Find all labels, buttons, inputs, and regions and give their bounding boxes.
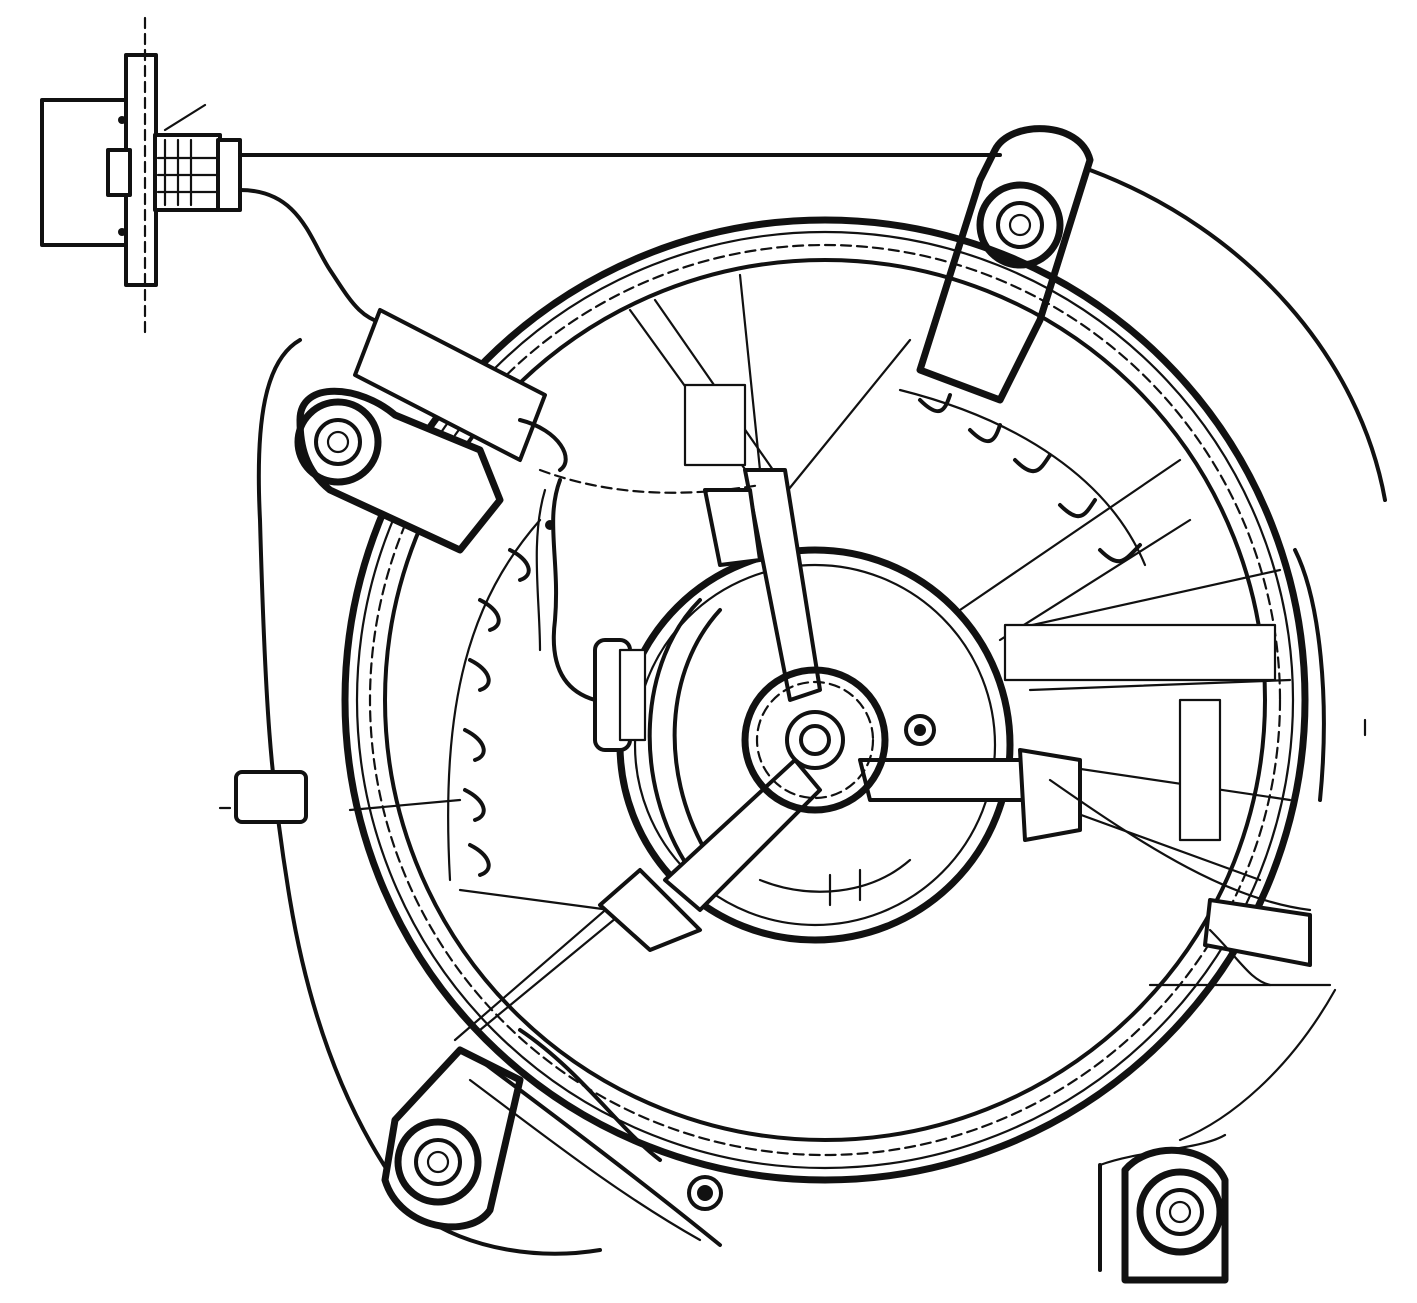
mounting-lug-top [916,125,1094,404]
rim-side-mark [1293,548,1326,802]
motor-connector-top [353,308,762,702]
motor-hub [593,546,1014,944]
wiring-harness [238,153,1002,327]
connector-right [1048,778,1332,987]
mounting-lug-bottom-right [1121,1146,1229,1284]
clip-left [218,770,308,824]
mounting-lug-bottom-left [381,1028,723,1247]
motor-shaft [741,666,936,814]
blade-hook-marks [447,388,1147,882]
scroll-housing [256,168,1387,1272]
mounting-lug-left [294,387,504,554]
fan-wheel [341,216,1309,1184]
resistor-connector-block [40,16,242,337]
